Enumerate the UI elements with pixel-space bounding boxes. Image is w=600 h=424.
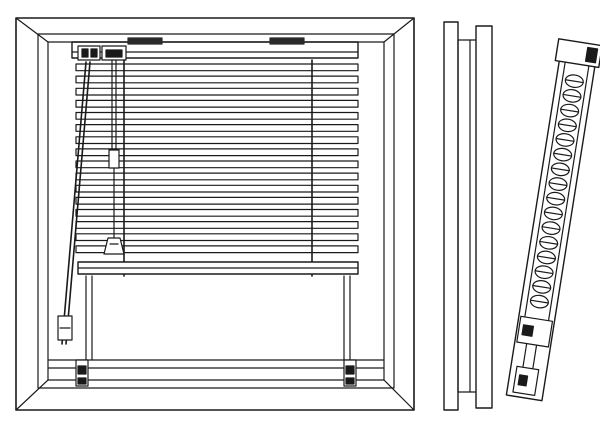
- cord-stop: [108, 149, 120, 169]
- frame-profile-outer: [443, 21, 459, 411]
- frame-side-profile: [443, 21, 493, 411]
- slat: [75, 208, 359, 217]
- frame-profile-mount: [475, 25, 493, 409]
- section-slat-edge: [555, 137, 575, 142]
- hold-down-bracket-right: [343, 359, 357, 387]
- frame-profile-inner: [457, 39, 471, 393]
- hold-down-bracket-left: [75, 359, 89, 387]
- slat: [75, 160, 359, 169]
- section-slat-edge: [534, 270, 554, 275]
- section-slat-edge: [541, 226, 561, 231]
- section-slat-edge: [539, 240, 559, 245]
- slat: [75, 136, 359, 145]
- section-slat-edge: [562, 93, 582, 98]
- section-bottom-rail: [516, 315, 554, 348]
- slat: [75, 221, 359, 229]
- bottom-rail: [77, 261, 359, 275]
- slat: [75, 111, 359, 120]
- slat: [75, 123, 359, 132]
- section-slat-edge: [529, 299, 549, 304]
- slat: [75, 75, 359, 84]
- mounting-bracket-right: [269, 37, 305, 45]
- window-frame-inner: [37, 33, 395, 389]
- tilt-wand: [57, 61, 91, 345]
- head-rail: [71, 37, 359, 61]
- slat: [75, 245, 359, 254]
- blind-side-section: [505, 38, 600, 402]
- slat: [75, 99, 359, 108]
- section-slat-stack: [529, 74, 584, 309]
- cord-tassel-icon: [103, 237, 125, 255]
- section-slat-edge: [546, 196, 566, 201]
- slat: [75, 233, 359, 242]
- section-slat-edge: [557, 123, 577, 128]
- section-slat-edge: [560, 108, 580, 113]
- section-slat-edge: [548, 182, 568, 187]
- section-slat-edge: [543, 211, 563, 216]
- slat: [75, 184, 359, 193]
- section-slat-edge: [564, 79, 584, 84]
- lift-cord: [103, 59, 125, 255]
- section-slat-edge: [536, 255, 556, 260]
- mounting-bracket-left: [127, 37, 163, 45]
- section-slat-edge: [553, 152, 573, 157]
- slat: [75, 87, 359, 96]
- section-slat-edge: [532, 284, 552, 289]
- slat: [75, 63, 359, 72]
- slat: [75, 148, 359, 157]
- slat: [75, 172, 359, 181]
- front-view: [15, 17, 415, 411]
- slat: [75, 196, 359, 205]
- section-slat-edge: [550, 167, 570, 172]
- window-frame-outer: [15, 17, 415, 411]
- slat-stack: [75, 63, 359, 254]
